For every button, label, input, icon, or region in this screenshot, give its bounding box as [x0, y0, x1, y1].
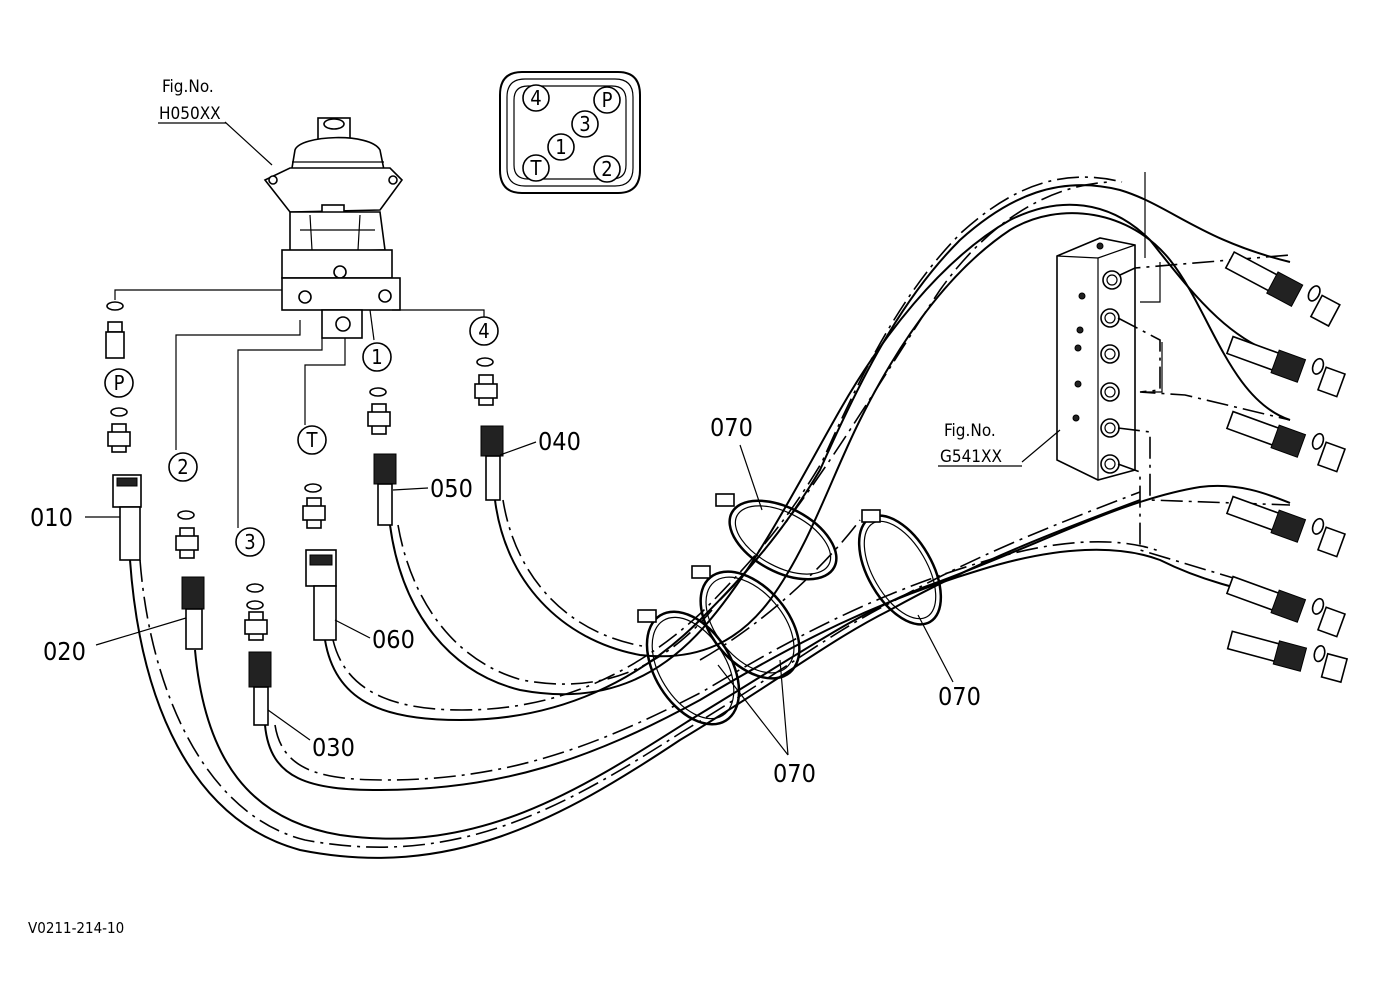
key-port-1: 1 — [547, 133, 575, 161]
port-markers: P 2 3 T 1 4 — [104, 316, 499, 557]
port-marker-p: P — [104, 368, 134, 398]
key-port-3: 3 — [571, 110, 599, 138]
fig-ref-valve-line2: H050XX — [159, 104, 221, 124]
svg-text:T: T — [530, 156, 543, 180]
figure-ref-valve: Fig.No. H050XX — [158, 77, 226, 124]
port-key-diagram: 4 P 3 1 T 2 — [499, 71, 641, 194]
svg-text:2: 2 — [601, 157, 612, 181]
fig-ref-valve-line1: Fig.No. — [162, 77, 214, 97]
key-port-p: P — [593, 86, 621, 114]
part-leaders — [85, 441, 954, 756]
svg-text:T: T — [306, 428, 319, 452]
hose-clamps — [637, 493, 943, 726]
part-label-030: 030 — [312, 733, 355, 762]
port-marker-2: 2 — [168, 452, 198, 482]
fig-ref-block-line2: G541XX — [940, 447, 1002, 467]
svg-text:3: 3 — [244, 530, 255, 554]
svg-text:1: 1 — [555, 135, 566, 159]
drawing-code: V0211-214-10 — [28, 919, 124, 937]
svg-text:4: 4 — [530, 86, 541, 110]
port-marker-3: 3 — [235, 527, 265, 557]
part-label-010: 010 — [30, 503, 73, 532]
block-ports — [1072, 270, 1122, 474]
svg-text:P: P — [602, 88, 613, 112]
key-port-t: T — [522, 154, 550, 182]
control-valve-block — [1021, 172, 1291, 601]
svg-text:1: 1 — [371, 345, 382, 369]
key-port-2: 2 — [593, 155, 621, 183]
part-label-050: 050 — [430, 474, 473, 503]
hose-lines — [129, 176, 1291, 859]
pilot-valve — [224, 117, 404, 339]
svg-text:2: 2 — [177, 455, 188, 479]
part-label-070-b: 070 — [938, 682, 981, 711]
clamp-2 — [857, 509, 943, 626]
port-marker-1: 1 — [362, 342, 392, 372]
part-label-020: 020 — [43, 637, 86, 666]
port-marker-4: 4 — [469, 316, 499, 346]
part-label-070-a: 070 — [710, 413, 753, 442]
figure-ref-block: Fig.No. G541XX — [938, 421, 1022, 467]
port-marker-t: T — [297, 425, 327, 455]
clamp-1 — [715, 493, 838, 581]
clamp-3 — [691, 565, 801, 680]
part-label-060: 060 — [372, 625, 415, 654]
block-fittings — [1224, 250, 1349, 684]
fittings — [105, 301, 504, 726]
part-label-040: 040 — [538, 427, 581, 456]
key-port-4: 4 — [522, 84, 550, 112]
clamp-4 — [637, 609, 741, 726]
svg-text:3: 3 — [579, 112, 590, 136]
part-label-070-c: 070 — [773, 759, 816, 788]
svg-text:P: P — [114, 371, 125, 395]
fig-ref-block-line1: Fig.No. — [944, 421, 996, 441]
svg-text:4: 4 — [478, 319, 489, 343]
port-leader-lines — [114, 289, 485, 528]
